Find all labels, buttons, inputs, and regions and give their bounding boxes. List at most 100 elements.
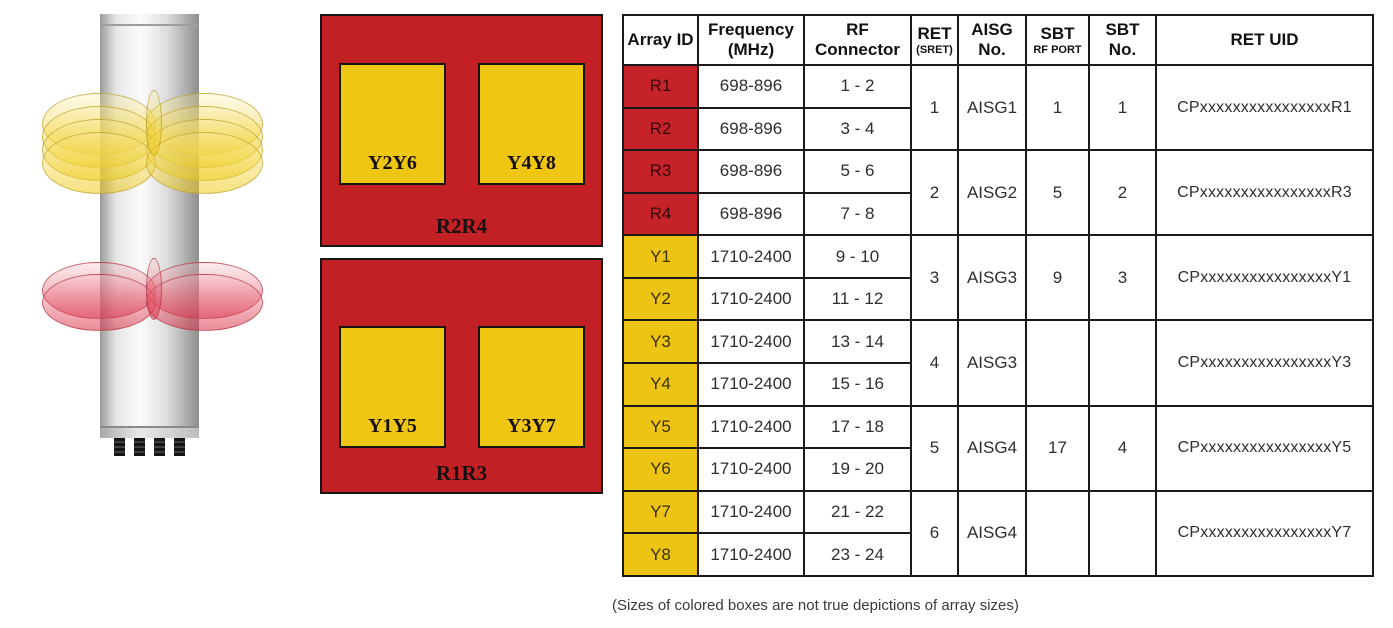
cell-array-id: R1 [622, 64, 699, 109]
connector-pin [134, 438, 145, 456]
cell-sbt-no: 3 [1088, 234, 1157, 322]
cell-ret-uid: CPxxxxxxxxxxxxxxxxY3 [1155, 319, 1374, 407]
cell-ret: 5 [910, 404, 959, 492]
subarray-box: Y2Y6 [339, 63, 446, 185]
beam-yellow [146, 132, 263, 194]
figure-caption: (Sizes of colored boxes are not true dep… [612, 597, 1019, 614]
cell-ret: 6 [910, 489, 959, 578]
cell-ret-uid: CPxxxxxxxxxxxxxxxxY5 [1155, 404, 1374, 492]
cell-sbt-rf-port [1025, 319, 1090, 407]
cell-frequency: 1710-2400 [697, 447, 805, 492]
array-box-label: R1R3 [435, 461, 488, 485]
cell-rf-connector: 9 - 10 [803, 234, 912, 279]
pole-top-line [100, 24, 199, 26]
cell-array-id: Y5 [622, 404, 699, 450]
cell-ret-uid: CPxxxxxxxxxxxxxxxxR3 [1155, 149, 1374, 237]
cell-sbt-rf-port: 9 [1025, 234, 1090, 322]
cell-sbt-no: 1 [1088, 63, 1157, 152]
cell-aisg-no: AISG3 [957, 234, 1027, 322]
cell-ret-uid: CPxxxxxxxxxxxxxxxxR1 [1155, 63, 1374, 152]
cell-array-id: R4 [622, 191, 699, 237]
cell-frequency: 698-896 [697, 191, 805, 237]
cell-rf-connector: 19 - 20 [803, 447, 912, 492]
cell-sbt-no [1088, 489, 1157, 578]
cell-array-id: Y3 [622, 319, 699, 365]
col-header-ret: RET(SRET) [910, 14, 959, 66]
array-box-r1r3: Y1Y5 Y3Y7 R1R3 [320, 258, 603, 494]
col-header-ret-uid: RET UID [1155, 14, 1374, 66]
cell-aisg-no: AISG4 [957, 404, 1027, 492]
cell-aisg-no: AISG2 [957, 149, 1027, 237]
array-box-r2r4: Y2Y6 Y4Y8 R2R4 [320, 14, 603, 247]
col-header-array-id: Array ID [622, 14, 699, 66]
cell-ret-uid: CPxxxxxxxxxxxxxxxxY7 [1155, 489, 1374, 578]
cell-rf-connector: 1 - 2 [803, 64, 912, 109]
subarray-box: Y1Y5 [339, 326, 446, 448]
subarray-box: Y3Y7 [478, 326, 585, 448]
col-header-frequency: Frequency(MHz) [697, 14, 805, 66]
cell-array-id: Y8 [622, 532, 699, 577]
subarray-label: Y2Y6 [368, 152, 417, 174]
cell-rf-connector: 15 - 16 [803, 362, 912, 407]
subarray-label: Y1Y5 [368, 415, 417, 437]
antenna-pole [100, 14, 199, 438]
cell-frequency: 698-896 [697, 106, 805, 152]
connector-pin [154, 438, 165, 456]
beam-red [42, 274, 156, 331]
beam-yellow [42, 132, 156, 194]
cell-rf-connector: 3 - 4 [803, 106, 912, 152]
cell-ret: 2 [910, 149, 959, 237]
cell-array-id: R3 [622, 149, 699, 194]
cell-aisg-no: AISG3 [957, 319, 1027, 407]
cell-frequency: 1710-2400 [697, 276, 805, 322]
cell-array-id: Y6 [622, 447, 699, 492]
cell-ret: 4 [910, 319, 959, 407]
cell-sbt-no: 4 [1088, 404, 1157, 492]
cell-rf-connector: 11 - 12 [803, 276, 912, 322]
connector-pin [114, 438, 125, 456]
cell-rf-connector: 17 - 18 [803, 404, 912, 450]
cell-array-id: Y4 [622, 362, 699, 407]
cell-sbt-no [1088, 319, 1157, 407]
cell-frequency: 698-896 [697, 64, 805, 109]
cell-rf-connector: 7 - 8 [803, 191, 912, 237]
connector-pin [174, 438, 185, 456]
cell-aisg-no: AISG1 [957, 63, 1027, 152]
array-box-label: R2R4 [435, 214, 488, 238]
cell-sbt-rf-port: 5 [1025, 149, 1090, 237]
cell-frequency: 698-896 [697, 149, 805, 194]
antenna-figure [0, 0, 300, 470]
cell-ret-uid: CPxxxxxxxxxxxxxxxxY1 [1155, 234, 1374, 322]
cell-array-id: Y1 [622, 234, 699, 279]
cell-rf-connector: 21 - 22 [803, 489, 912, 535]
cell-frequency: 1710-2400 [697, 362, 805, 407]
cell-ret: 3 [910, 234, 959, 322]
cell-rf-connector: 13 - 14 [803, 319, 912, 365]
beam-red-center [146, 258, 162, 320]
subarray-label: Y3Y7 [507, 415, 556, 437]
cell-rf-connector: 23 - 24 [803, 532, 912, 577]
beam-yellow-center [146, 90, 162, 156]
cell-frequency: 1710-2400 [697, 489, 805, 535]
cell-frequency: 1710-2400 [697, 319, 805, 365]
cell-sbt-no: 2 [1088, 149, 1157, 237]
cell-rf-connector: 5 - 6 [803, 149, 912, 194]
subarray-box: Y4Y8 [478, 63, 585, 185]
cell-sbt-rf-port: 1 [1025, 63, 1090, 152]
